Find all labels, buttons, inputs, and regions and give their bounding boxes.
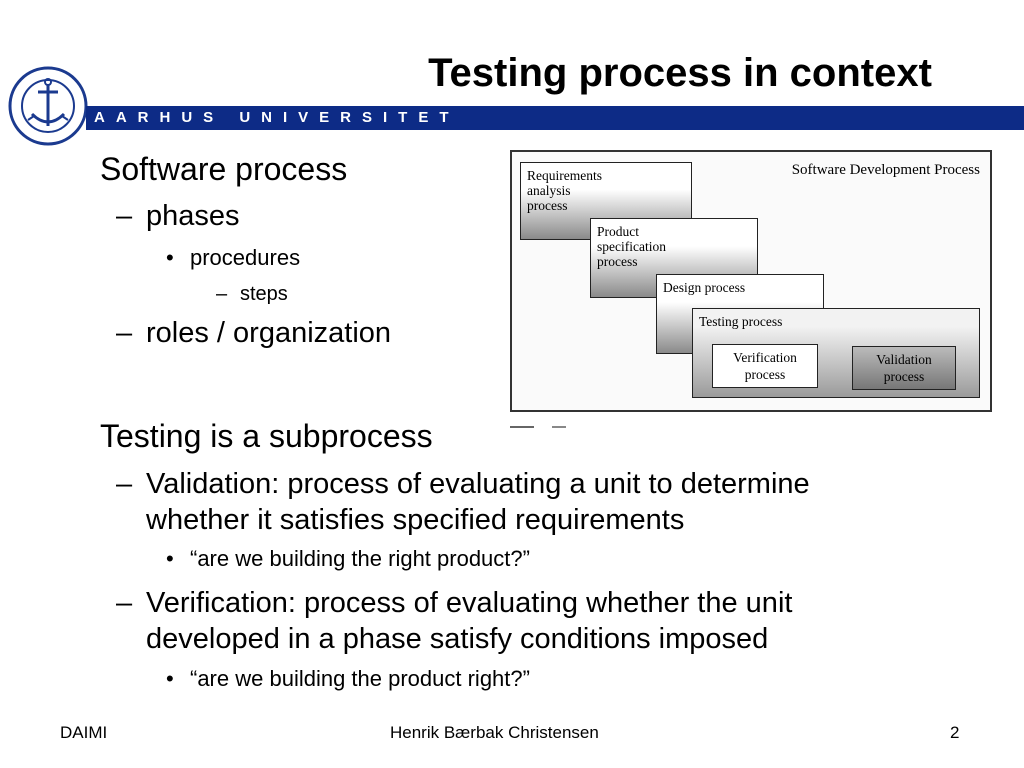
software-development-diagram: Software Development Process Requirement…	[510, 150, 992, 412]
verification-quote: “are we building the product right?”	[190, 666, 530, 691]
verification-line-2-label: process	[744, 367, 786, 382]
dash-marker: –	[216, 283, 228, 305]
validation-line-1-label: Validation	[876, 352, 932, 367]
dash-marker: –	[116, 317, 133, 349]
item-procedures: procedures	[190, 245, 301, 270]
university-bar: AARHUS UNIVERSITET	[86, 106, 1024, 130]
verification-line-1: Verification: process of evaluating whet…	[146, 587, 793, 619]
validation-line-2-label: process	[883, 369, 925, 384]
item-steps: steps	[240, 283, 288, 305]
item-phases: phases	[146, 200, 240, 232]
heading-software-process: Software process	[100, 151, 348, 187]
req-line-1: Requirements	[527, 168, 602, 183]
dash-marker: –	[116, 468, 133, 500]
req-line-3: process	[527, 198, 568, 213]
spec-line-1: Product	[597, 224, 639, 239]
design-label: Design process	[663, 280, 746, 295]
university-name: AARHUS UNIVERSITET	[94, 109, 460, 126]
validation-line-2: whether it satisfies specified requireme…	[146, 504, 685, 536]
req-line-2: analysis	[527, 183, 571, 198]
dash-marker: –	[116, 587, 133, 619]
footer-left: DAIMI	[60, 723, 108, 742]
verification-process-box: Verification process	[712, 344, 818, 388]
validation-line-1: Validation: process of evaluating a unit…	[146, 468, 810, 500]
bullet-marker: •	[166, 666, 174, 691]
scan-artifact-icon	[510, 426, 566, 428]
spec-line-3: process	[597, 254, 638, 269]
slide-title: Testing process in context	[428, 51, 932, 95]
verification-line-2: developed in a phase satisfy conditions …	[146, 623, 769, 655]
heading-testing-subprocess: Testing is a subprocess	[100, 418, 433, 454]
dash-marker: –	[116, 200, 133, 232]
university-seal-icon	[8, 66, 88, 146]
validation-process-box: Validation process	[852, 346, 956, 390]
footer-author: Henrik Bærbak Christensen	[390, 723, 599, 742]
validation-quote: “are we building the right product?”	[190, 546, 530, 571]
item-roles: roles / organization	[146, 317, 392, 349]
spec-line-2: specification	[597, 239, 666, 254]
page-number: 2	[950, 723, 960, 742]
diagram-title: Software Development Process	[791, 162, 980, 178]
verification-line-1-label: Verification	[733, 350, 797, 365]
bullet-marker: •	[166, 546, 174, 571]
testing-label: Testing process	[699, 314, 783, 329]
bullet-marker: •	[166, 245, 174, 270]
